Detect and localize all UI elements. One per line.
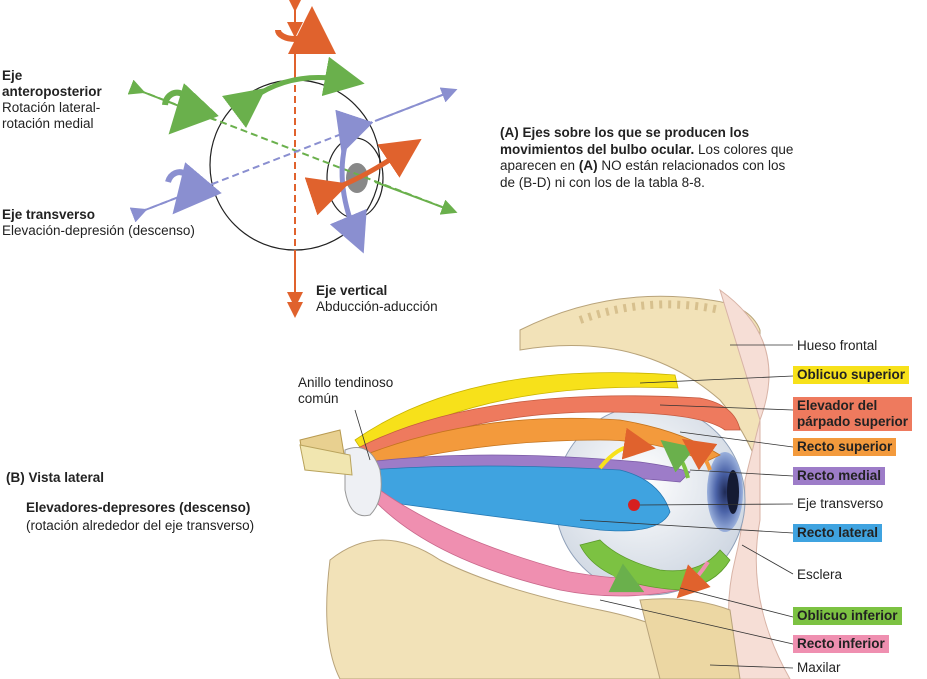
vertical-title: Eje vertical	[316, 283, 388, 298]
inferior-oblique-label: Oblicuo inferior	[793, 607, 902, 625]
yellow-arrow-icon	[598, 427, 656, 470]
transverse-axis-label: Eje transverso Elevación-depresión (desc…	[2, 207, 195, 239]
caption-letter: (A)	[500, 125, 519, 140]
levator-muscle	[357, 395, 741, 463]
axes-diagram	[127, 0, 458, 318]
inferior-rectus-label: Recto inferior	[793, 635, 889, 653]
levator-label: Elevador del párpado superior	[793, 397, 913, 431]
superior-rectus-label: Recto superior	[793, 438, 897, 456]
caption-rest-1: Los colores que aparecen en	[500, 141, 794, 174]
panel-a-caption: (A) Ejes sobre los que se producen los m…	[500, 125, 800, 191]
caption-ref: (A)	[578, 158, 598, 173]
anteroposterior-rotation-icon	[162, 83, 219, 135]
orange-curve-arrow-icon	[304, 138, 422, 216]
skin-profile	[719, 288, 791, 679]
optic-nerve	[299, 444, 353, 476]
ring-label: Anillo tendinoso común	[298, 375, 393, 407]
lateral-rectus-label: Recto lateral	[793, 524, 883, 542]
orange-arrow-icon	[681, 438, 718, 471]
green-curve-arrow-icon	[222, 56, 365, 128]
orbital-floor	[326, 539, 691, 679]
transverse-title: Eje transverso	[2, 207, 96, 222]
ring-label-1: Anillo tendinoso	[298, 375, 394, 390]
anteroposterior-axis-label: Eje anteroposterior Rotación lateral- ro…	[2, 68, 102, 132]
levator-label-1: Elevador del	[797, 398, 878, 413]
transverse-axis-point	[628, 499, 640, 511]
lateral-rectus-muscle	[367, 465, 671, 532]
sclera-label: Esclera	[797, 567, 843, 582]
superior-oblique-label: Oblicuo superior	[793, 366, 910, 384]
anteroposterior-title-2: anteroposterior	[2, 84, 102, 99]
lateral-view-illustration	[299, 288, 794, 679]
anteroposterior-title-1: Eje	[2, 68, 23, 83]
panel-b-title: (B) Vista lateral	[6, 470, 105, 485]
ring-label-2: común	[298, 391, 339, 406]
green-arrow-icon	[660, 439, 696, 479]
caption-bold: Ejes sobre los que se producen los movim…	[500, 125, 750, 157]
anteroposterior-desc-1: Rotación lateral-	[2, 100, 101, 115]
pink-arrow-icon	[676, 560, 711, 599]
panel-b-note: (rotación alrededor del eje transverso)	[26, 518, 255, 533]
transverse-rotation-icon	[165, 162, 222, 215]
frontal-bone-label: Hueso frontal	[797, 338, 878, 353]
medial-rectus-label: Recto medial	[793, 467, 886, 485]
vertical-desc: Abducción-aducción	[316, 299, 438, 314]
levator-label-2: párpado superior	[797, 414, 909, 429]
maxilla-label: Maxilar	[797, 660, 841, 675]
anteroposterior-desc-2: rotación medial	[2, 116, 94, 131]
caption-rest-2: NO están relacionados con los de (B-D) n…	[500, 158, 786, 190]
green-lower-arrow-icon	[598, 554, 645, 593]
panel-b-subtitle: Elevadores-depresores (descenso)	[26, 500, 251, 515]
transverse-axis-point-label: Eje transverso	[797, 496, 884, 511]
vertical-rotation-arrow-icon	[275, 6, 336, 55]
transverse-desc: Elevación-depresión (descenso)	[2, 223, 195, 238]
vertical-axis-label: Eje vertical Abducción-aducción	[316, 283, 438, 315]
maxilla-bone	[639, 598, 741, 679]
